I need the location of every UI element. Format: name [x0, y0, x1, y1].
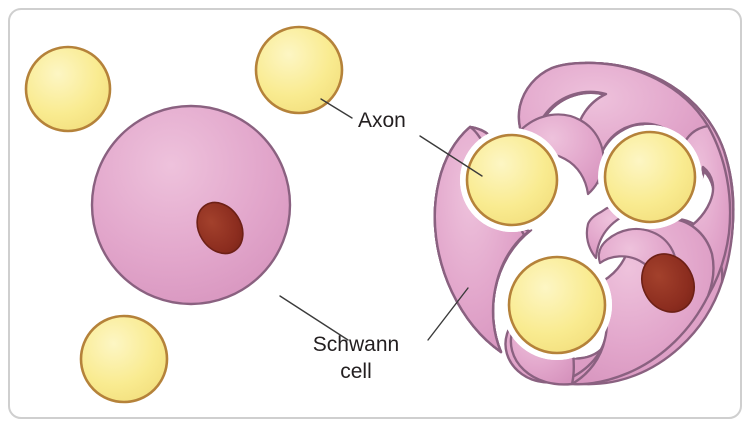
axon-upper-left-visible — [460, 128, 564, 232]
left-schwann-cell-group — [24, 25, 344, 404]
label-schwann-line2: cell — [340, 360, 372, 383]
label-axon: Axon — [358, 109, 406, 132]
axon-bottom-left — [79, 314, 169, 404]
label-schwann-line1: Schwann — [313, 333, 399, 356]
axon-lower-center-visible — [502, 250, 612, 360]
right-schwann-cell-nucleus — [641, 253, 695, 313]
right-schwann-cell-group — [433, 61, 735, 386]
left-schwann-cell-nucleus — [196, 201, 244, 255]
axon-top-right — [254, 25, 344, 115]
leader-schwann-to-left-cell — [279, 295, 349, 341]
labels-group: Axon Schwann cell — [313, 109, 406, 383]
axon-upper-right-visible — [598, 125, 702, 229]
axon-top-left — [24, 45, 112, 133]
leader-axon-to-free-axon — [320, 98, 353, 119]
leader-schwann-to-right-cell — [427, 287, 469, 341]
left-schwann-cell-body — [90, 104, 292, 306]
leader-lines-group — [279, 98, 483, 341]
leader-axon-to-enveloped-axon — [419, 135, 483, 177]
